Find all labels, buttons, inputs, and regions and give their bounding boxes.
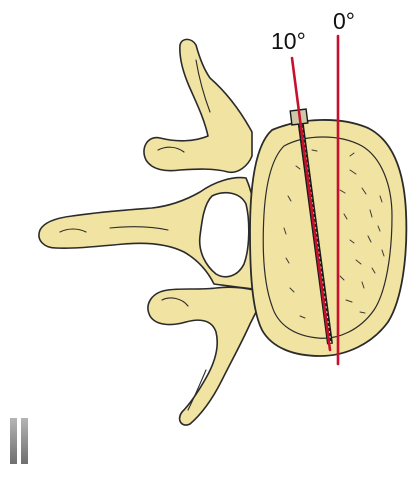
angle-label-0: 0° [333,10,355,33]
double-bar-icon [10,418,17,464]
posterior-elements [39,39,262,425]
angle-label-10: 10° [271,30,306,53]
vertebral-canal [200,193,249,277]
double-bar-icon [21,418,28,464]
upper-process [144,39,252,172]
lower-process [148,287,262,425]
